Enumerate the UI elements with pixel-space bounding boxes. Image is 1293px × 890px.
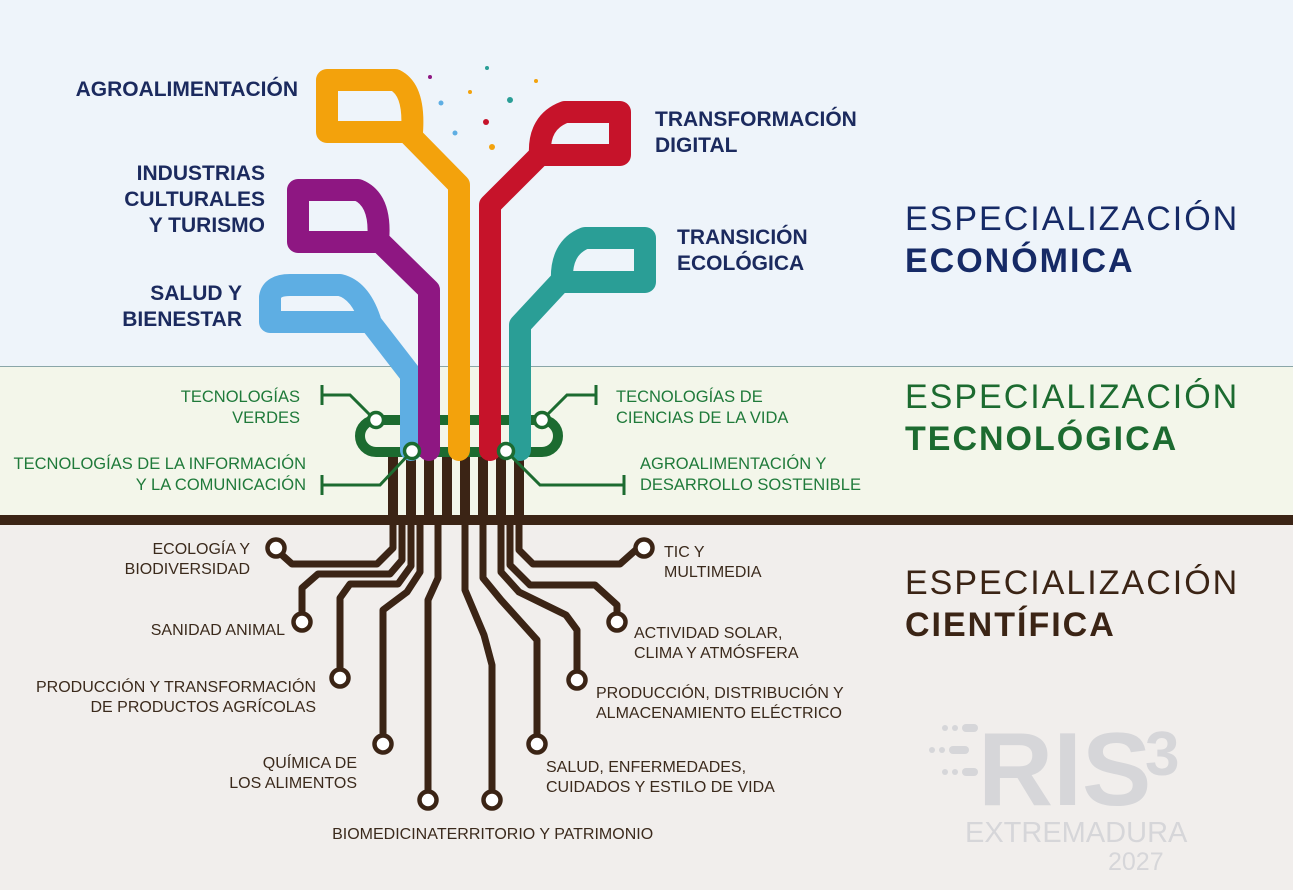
ground-line [0,515,1293,525]
logo-brand: RIS [978,712,1151,828]
sci-label-sanidad: SANIDAD ANIMAL [151,622,285,639]
heading-tech-line2: TECNOLÓGICA [905,420,1178,458]
heading-economic-line2: ECONÓMICA [905,242,1135,280]
sci-label-salud: SALUD, ENFERMEDADES,CUIDADOS Y ESTILO DE… [546,759,775,796]
branch-digital [479,101,631,461]
band-technological [0,366,1293,520]
logo-superscript: 3 [1145,720,1179,789]
sci-label-solar: ACTIVIDAD SOLAR,CLIMA Y ATMÓSFERA [634,625,799,662]
branch-industrias [287,179,440,461]
branch-agro [316,69,470,461]
confetti-dots [428,66,538,150]
heading-tech-line1: ESPECIALIZACIÓN [905,378,1239,416]
tech-connectors [320,385,626,495]
logo-year: 2027 [1108,848,1164,876]
tech-nodes [366,410,552,461]
heading-economic-line1: ESPECIALIZACIÓN [905,200,1239,238]
band-economic [0,0,1293,366]
logo-speed-dots [929,724,978,776]
root-nodes [265,537,655,811]
branch-ecologica [509,227,656,461]
logo-region: EXTREMADURA [965,817,1188,849]
eco-label-agroalimentacion: AGROALIMENTACIÓN [76,77,298,101]
trunk [388,455,524,525]
roots [279,525,641,790]
heading-sci-line1: ESPECIALIZACIÓN [905,564,1239,602]
heading-sci-line2: CIENTÍFICA [905,606,1116,644]
branches [259,69,656,461]
band-scientific [0,520,1293,890]
ris3-logo: RIS 3 EXTREMADURA 2027 [929,712,1188,876]
sci-label-biomedicina: BIOMEDICINA [332,826,438,843]
sci-label-territorio: TERRITORIO Y PATRIMONIO [437,826,653,843]
branch-salud [259,274,422,461]
